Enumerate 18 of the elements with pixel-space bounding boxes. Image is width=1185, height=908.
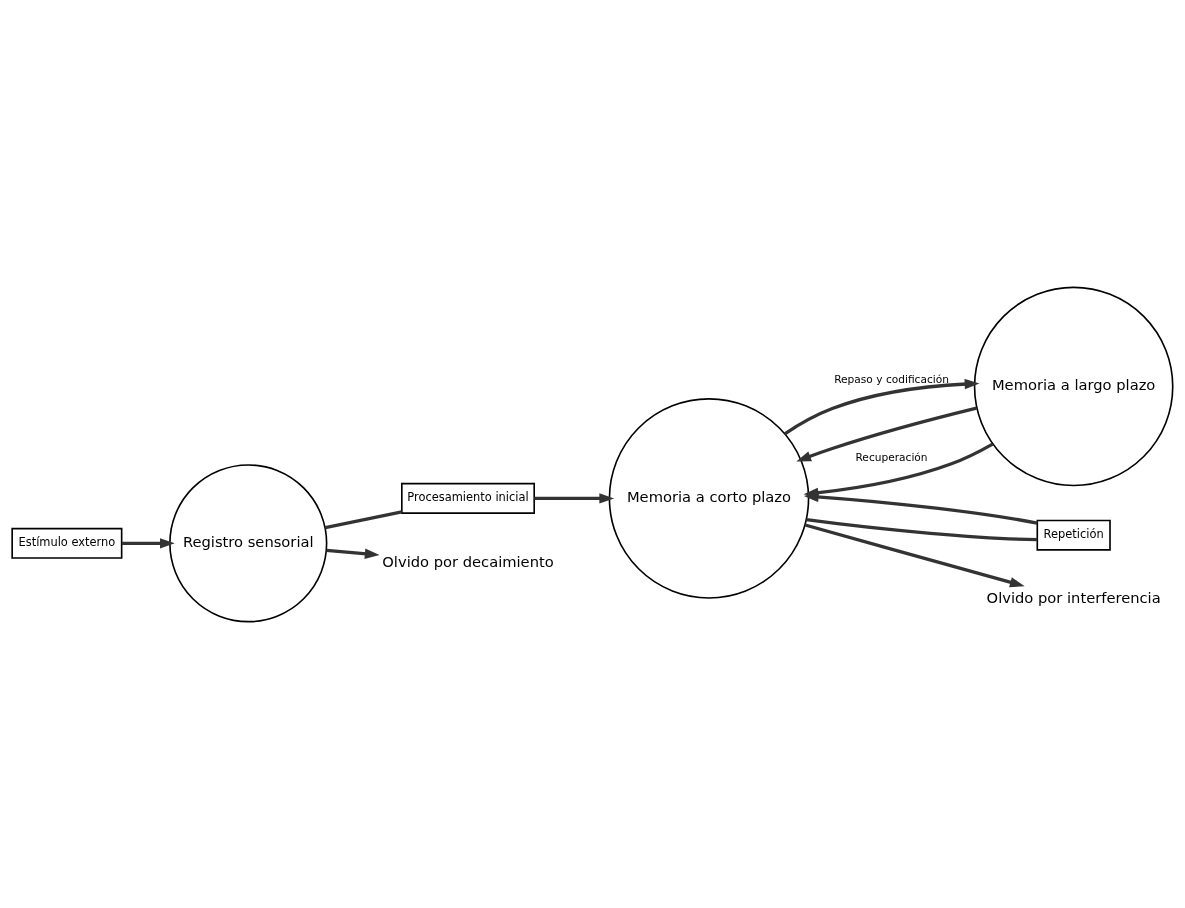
connector	[806, 517, 1038, 541]
node-text: Olvido por interferencia	[986, 588, 1161, 606]
arrow	[326, 548, 380, 559]
edge-label: Recuperación	[855, 450, 928, 464]
arrow	[534, 492, 615, 504]
node-box: Repetición	[1036, 519, 1111, 551]
connector	[325, 509, 403, 529]
node-text: Olvido por decaimiento	[382, 552, 554, 570]
node-box: Estímulo externo	[11, 527, 123, 559]
arrow	[783, 378, 980, 435]
arrow	[796, 406, 977, 461]
arrow	[804, 522, 1025, 587]
node-circle: Memoria a largo plazo	[973, 286, 1174, 486]
edge-label: Repaso y codificación	[834, 372, 949, 386]
node-box: Procesamiento inicial	[401, 482, 535, 514]
node-circle: Registro sensorial	[169, 463, 328, 622]
arrow	[121, 537, 175, 548]
arrow	[803, 491, 1038, 525]
